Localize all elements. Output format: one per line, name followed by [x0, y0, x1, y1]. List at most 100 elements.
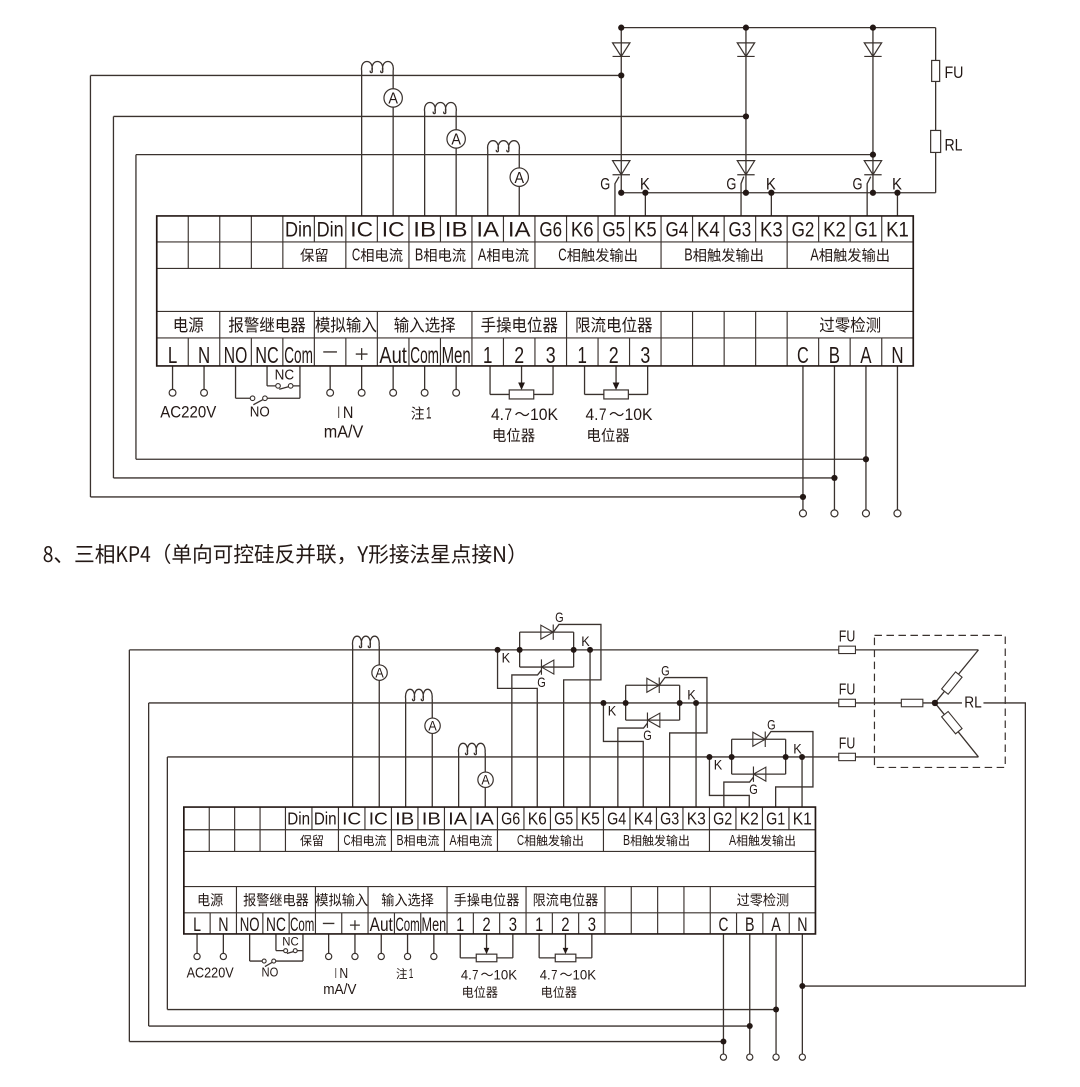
svg-text:K: K [714, 757, 723, 773]
svg-text:I: I [338, 403, 341, 422]
svg-text:Aut: Aut [379, 342, 407, 368]
svg-text:Din: Din [285, 219, 312, 242]
svg-text:1: 1 [483, 342, 492, 368]
svg-text:K: K [581, 633, 590, 649]
svg-text:K: K [687, 686, 696, 702]
svg-text:mA/V: mA/V [324, 421, 364, 441]
svg-text:Com: Com [410, 342, 439, 368]
svg-text:C: C [797, 342, 809, 368]
svg-text:G4: G4 [666, 219, 689, 242]
svg-text:7: 7 [504, 406, 512, 424]
svg-text:FU: FU [839, 628, 856, 645]
svg-text:Men: Men [422, 914, 447, 936]
svg-text:G: G [555, 609, 564, 625]
svg-text:1: 1 [426, 405, 432, 423]
svg-text:FU: FU [944, 64, 963, 82]
svg-text:mA/V: mA/V [323, 982, 357, 998]
svg-text:1: 1 [456, 914, 464, 936]
svg-text:2: 2 [609, 342, 619, 368]
svg-text:B: B [745, 914, 755, 936]
svg-text:Com: Com [395, 914, 419, 936]
svg-text:RL: RL [964, 695, 982, 712]
svg-text:FU: FU [839, 681, 856, 698]
svg-text:K4: K4 [697, 219, 720, 242]
svg-text:G1: G1 [855, 219, 878, 242]
svg-text:G2: G2 [713, 809, 732, 829]
svg-text:K: K [892, 176, 902, 194]
svg-text:NO: NO [224, 342, 248, 368]
svg-text:G5: G5 [554, 809, 573, 829]
svg-text:4.: 4. [540, 966, 551, 982]
svg-text:4.: 4. [585, 406, 598, 424]
svg-text:IA: IA [475, 809, 494, 829]
svg-text:N: N [218, 914, 228, 936]
svg-text:G: G [749, 781, 758, 797]
svg-text:2: 2 [482, 914, 490, 936]
svg-text:C: C [719, 914, 729, 936]
svg-text:G3: G3 [729, 219, 752, 242]
svg-text:4.: 4. [491, 406, 504, 424]
svg-text:K: K [640, 176, 650, 194]
svg-text:B: B [829, 342, 840, 368]
svg-text:B: B [623, 833, 630, 849]
svg-text:IC: IC [382, 219, 405, 242]
svg-text:Din: Din [287, 809, 310, 829]
svg-text:3: 3 [640, 342, 650, 368]
svg-text:G: G [661, 662, 670, 678]
svg-text:A: A [481, 773, 489, 788]
svg-text:IA: IA [508, 219, 531, 242]
svg-text:K: K [793, 740, 802, 756]
svg-text:2: 2 [561, 914, 569, 936]
svg-text:10K: 10K [573, 966, 597, 982]
svg-text:K1: K1 [886, 219, 909, 242]
svg-text:Din: Din [317, 219, 344, 242]
svg-text:IB: IB [422, 809, 441, 829]
svg-text:A: A [428, 719, 436, 734]
svg-text:N: N [891, 342, 903, 368]
svg-text:G: G [537, 674, 546, 690]
svg-text:N: N [339, 966, 348, 982]
svg-text:IC: IC [369, 809, 388, 829]
svg-text:NC: NC [282, 934, 299, 948]
svg-text:A: A [375, 666, 383, 681]
svg-text:3: 3 [509, 914, 517, 936]
svg-text:C: C [343, 833, 350, 849]
svg-text:3: 3 [546, 342, 556, 368]
svg-text:AC220V: AC220V [160, 403, 217, 422]
svg-text:K: K [766, 176, 776, 194]
svg-text:L: L [168, 342, 177, 368]
svg-text:C: C [517, 833, 524, 849]
svg-text:K: K [608, 703, 617, 719]
svg-text:G5: G5 [602, 219, 625, 242]
svg-text:L: L [193, 914, 201, 936]
svg-text:G2: G2 [792, 219, 815, 242]
svg-text:NO: NO [250, 403, 270, 420]
svg-text:C: C [352, 245, 361, 265]
svg-text:IB: IB [413, 219, 436, 242]
svg-text:A: A [478, 245, 487, 265]
svg-text:G: G [600, 176, 610, 194]
svg-text:K2: K2 [740, 809, 759, 829]
svg-text:Men: Men [442, 342, 471, 368]
svg-text:N: N [343, 403, 354, 422]
svg-text:3: 3 [588, 914, 596, 936]
svg-text:G: G [643, 727, 652, 743]
svg-text:NO: NO [240, 914, 260, 936]
svg-text:A: A [451, 132, 461, 149]
svg-text:K6: K6 [528, 809, 547, 829]
svg-text:G1: G1 [766, 809, 785, 829]
svg-text:IA: IA [476, 219, 499, 242]
svg-text:A: A [449, 833, 456, 849]
svg-text:NC: NC [275, 368, 295, 384]
svg-text:G3: G3 [660, 809, 679, 829]
svg-text:IC: IC [342, 809, 361, 829]
svg-text:NC: NC [255, 342, 279, 368]
svg-text:Aut: Aut [370, 914, 394, 936]
svg-text:10K: 10K [530, 406, 558, 424]
svg-text:G4: G4 [607, 809, 626, 829]
svg-text:NO: NO [262, 965, 279, 979]
svg-text:A: A [860, 342, 872, 368]
svg-text:4.: 4. [461, 966, 472, 982]
svg-text:A: A [810, 245, 819, 265]
svg-text:Com: Com [284, 342, 313, 368]
